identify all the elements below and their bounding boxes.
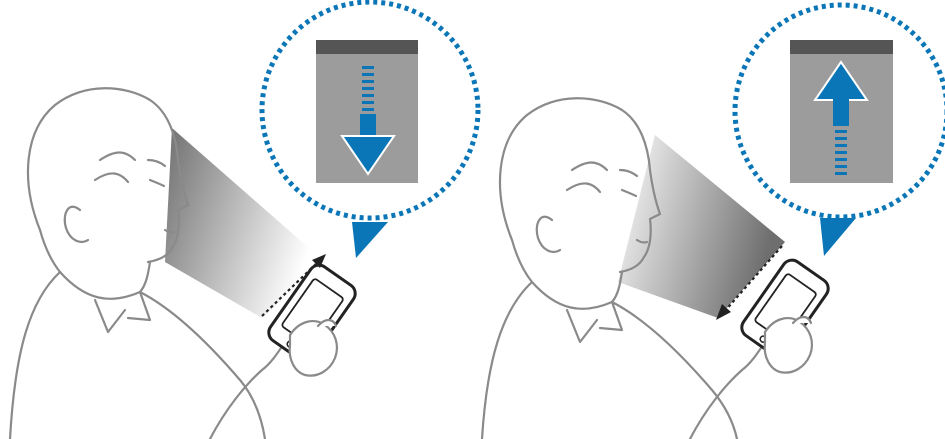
hand-right <box>765 317 812 373</box>
callout-pointer-right <box>820 218 856 256</box>
status-bar-right <box>790 40 893 54</box>
callout-bubble-left <box>262 2 478 258</box>
callout-bubble-right <box>735 5 945 256</box>
panel-tilt-up <box>482 5 945 439</box>
callout-pointer-left <box>352 222 388 258</box>
hand-left <box>290 320 337 376</box>
status-bar-left <box>316 40 418 54</box>
panel-tilt-down <box>10 2 478 439</box>
